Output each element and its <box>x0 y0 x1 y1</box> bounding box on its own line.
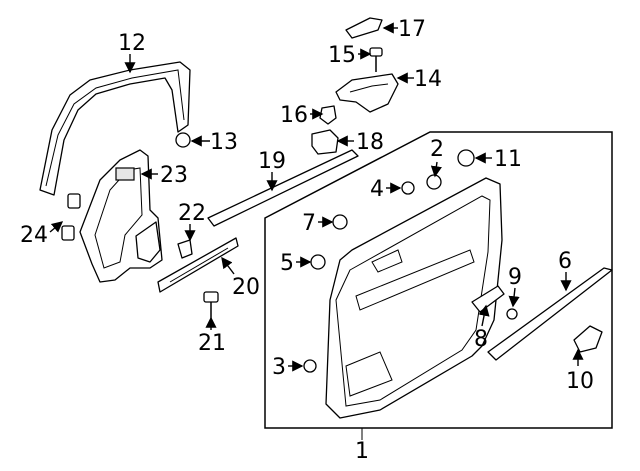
leader-20 <box>221 256 235 275</box>
callout-12: 12 <box>118 31 146 56</box>
callout-19: 19 <box>258 149 286 174</box>
callout-18: 18 <box>356 130 384 155</box>
part-6-trim-strip <box>487 267 613 361</box>
part-13-grommet <box>175 132 191 148</box>
part-5-grommet <box>310 254 326 270</box>
part-7-clip <box>332 214 348 230</box>
part-3-clip <box>303 359 317 373</box>
callout-8: 8 <box>474 327 488 352</box>
leader-9 <box>508 287 520 308</box>
part-20-rail <box>157 237 239 293</box>
callout-24: 24 <box>20 223 48 248</box>
callout-10: 10 <box>566 369 594 394</box>
leader-8 <box>478 304 490 327</box>
part-16-clip <box>319 105 337 125</box>
assembly-frame <box>264 131 613 429</box>
callout-7: 7 <box>302 211 316 236</box>
callout-23: 23 <box>160 163 188 188</box>
part-22-clip <box>177 239 193 259</box>
part-9-screw <box>506 308 518 320</box>
door-trim-panel <box>325 177 503 419</box>
part-14-door-handle <box>335 73 399 113</box>
part-19-weatherstrip <box>207 149 359 227</box>
callout-3: 3 <box>272 355 286 380</box>
callout-20: 20 <box>232 275 260 300</box>
part-17-handle-cover <box>345 17 383 39</box>
callout-6: 6 <box>558 249 572 274</box>
part-23-inner-bracket <box>79 149 163 283</box>
leader-24 <box>49 221 64 233</box>
part-15-screw <box>369 47 383 72</box>
callout-15: 15 <box>328 43 356 68</box>
part-4-nut <box>401 181 415 195</box>
callout-2: 2 <box>430 137 444 162</box>
part-18-bracket <box>311 129 339 155</box>
callout-16: 16 <box>280 103 308 128</box>
callout-14: 14 <box>414 67 442 92</box>
callout-1: 1 <box>355 439 369 464</box>
callout-13: 13 <box>210 130 238 155</box>
callout-5: 5 <box>280 251 294 276</box>
part-12-frame-channel <box>39 61 191 196</box>
leader-2 <box>430 161 442 178</box>
callout-21: 21 <box>198 331 226 356</box>
part-2-fastener <box>426 174 442 190</box>
callout-17: 17 <box>398 17 426 42</box>
callout-22: 22 <box>178 201 206 226</box>
part-11-cap <box>457 149 475 167</box>
part-21-bolt <box>203 291 219 318</box>
callout-4: 4 <box>370 177 384 202</box>
callout-11: 11 <box>494 147 522 172</box>
callout-9: 9 <box>508 265 522 290</box>
part-10-cap <box>573 325 603 353</box>
part-24-clip <box>61 193 81 241</box>
